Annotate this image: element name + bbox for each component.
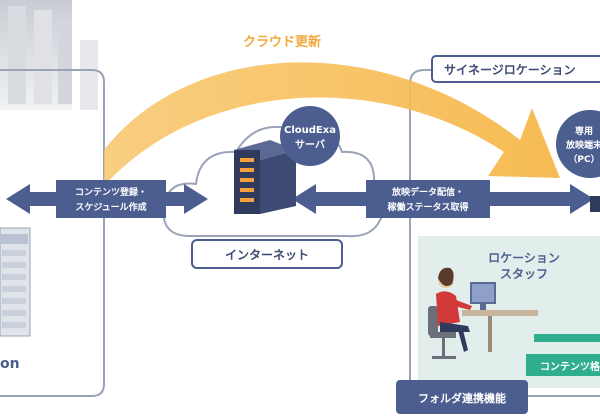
office-panel — [0, 69, 105, 397]
signage-location-title-box — [431, 55, 600, 83]
pc-badge — [556, 110, 600, 178]
folder-link-tab — [396, 380, 528, 414]
cloud-update-label: クラウド更新 — [243, 34, 321, 50]
staff-label-line2: スタッフ — [500, 267, 548, 281]
registration-label-line1: コンテンツ登録・ — [75, 186, 147, 198]
server-badge — [280, 106, 340, 166]
folder-link-label: フォルダ連携機能 — [418, 391, 506, 405]
registration-arrow — [6, 180, 208, 218]
internet-label: インターネット — [225, 248, 309, 262]
pc-label-line3: （PC） — [568, 154, 599, 165]
pc-label-line1: 専用 — [575, 125, 593, 137]
server-icon — [234, 140, 296, 214]
server-name-line1: CloudExa — [284, 125, 336, 136]
delivery-arrow — [292, 180, 594, 218]
registration-label-line2: スケジュール作成 — [75, 201, 146, 213]
admin-label-partial: on — [0, 356, 20, 372]
internet-label-box — [191, 239, 343, 269]
staff-worker-icon — [428, 267, 538, 359]
content-storage-label-box — [526, 354, 600, 376]
content-storage-bar — [534, 334, 600, 342]
admin-screen-icon — [0, 227, 31, 337]
signage-location-title: サイネージロケーション — [444, 63, 576, 77]
pc-label-line2: 放映端末 — [565, 139, 600, 151]
pc-device-icon — [590, 196, 600, 212]
content-storage-label: コンテンツ格 — [540, 360, 600, 373]
staff-label-line1: ロケーション — [488, 251, 560, 265]
delivery-label-line1: 放映データ配信・ — [391, 186, 464, 198]
server-name-line2: サーバ — [295, 139, 325, 151]
cloud-update-arrow — [104, 62, 560, 186]
building-icon — [0, 0, 98, 110]
delivery-label-line2: 稼働ステータス取得 — [387, 201, 468, 213]
